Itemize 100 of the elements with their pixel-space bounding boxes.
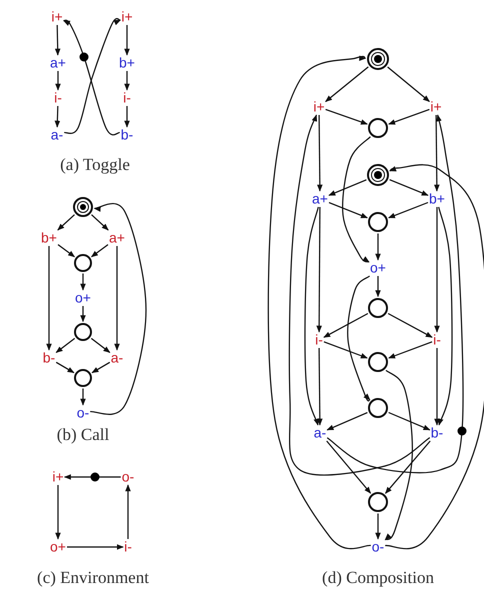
panel-caption: (a) Toggle — [60, 155, 130, 175]
arc-arrow — [347, 276, 371, 402]
transition-label: i- — [124, 540, 132, 554]
transition-label: i- — [123, 90, 131, 106]
transition-label: o- — [122, 470, 134, 484]
arc-arrow — [385, 440, 431, 494]
transition-label: b+ — [429, 192, 445, 206]
arc-arrow — [325, 66, 369, 102]
arc-arrow — [288, 114, 430, 476]
place-circle — [74, 323, 92, 341]
arc-arrow — [342, 136, 371, 263]
arc-arrow — [124, 71, 130, 91]
transition-label: i+ — [430, 100, 442, 114]
arc-arrow — [64, 474, 121, 480]
transition-label: i+ — [121, 10, 133, 24]
arc-arrow — [124, 25, 130, 56]
transition-label: b- — [42, 350, 56, 366]
transition-label: a- — [110, 350, 124, 366]
arc-arrow — [385, 164, 484, 550]
arc-arrow — [387, 66, 430, 102]
arc-arrow — [54, 106, 60, 128]
arc-arrow — [326, 114, 464, 474]
arc-arrow — [304, 206, 319, 426]
arc-arrow — [326, 440, 372, 494]
place-circle — [368, 352, 388, 372]
transition-label: b+ — [119, 56, 135, 70]
arc-arrow — [56, 338, 76, 353]
transition-label: i- — [54, 90, 62, 106]
arc-arrow — [55, 485, 61, 540]
arc-arrow — [388, 412, 430, 430]
arc-arrow — [46, 246, 52, 351]
arc-arrow — [54, 24, 60, 56]
arc-arrow — [125, 484, 131, 539]
transition-label: o+ — [370, 260, 386, 276]
arc-arrow — [375, 276, 381, 298]
arc-arrow — [434, 207, 440, 333]
panel-caption: (c) Environment — [37, 568, 149, 588]
place-circle — [74, 369, 92, 387]
arc-arrow — [92, 362, 110, 374]
transition-label: i+ — [51, 10, 63, 24]
arc-arrow — [375, 514, 381, 540]
arc-arrow — [328, 202, 368, 218]
transition-label: i- — [433, 332, 441, 348]
arc-arrow — [80, 388, 86, 406]
panel-caption: (d) Composition — [322, 568, 434, 588]
arc-arrow — [317, 348, 323, 426]
transition-label: i+ — [313, 100, 325, 114]
panel-caption: (b) Call — [56, 425, 110, 445]
arc-arrow — [90, 203, 147, 415]
arc-arrow — [90, 244, 108, 258]
arc-arrow — [67, 544, 124, 550]
arc-arrow — [375, 234, 381, 261]
arc-arrow — [328, 179, 367, 196]
place-circle — [368, 212, 388, 232]
arc-arrow — [434, 348, 440, 426]
transition-label: a- — [314, 426, 326, 440]
transition-label: i- — [315, 332, 323, 348]
arc-arrow — [56, 362, 74, 374]
transition-label: b+ — [41, 230, 57, 246]
arc-arrow — [80, 274, 86, 291]
transition-label: o+ — [50, 540, 66, 554]
arc-arrow — [80, 306, 86, 322]
transition-label: a- — [50, 128, 64, 142]
arc-arrow — [438, 206, 453, 426]
arc-arrow — [268, 54, 371, 550]
transition-label: b- — [430, 426, 444, 440]
marked-place-circle — [367, 164, 389, 186]
arc-arrow — [388, 108, 430, 125]
arc-arrow — [58, 244, 76, 258]
place-circle — [368, 298, 388, 318]
transition-label: a+ — [109, 230, 125, 246]
arc-arrow — [384, 370, 413, 540]
arc-arrow — [57, 214, 75, 230]
arc-arrow — [323, 312, 368, 338]
transition-label: b- — [120, 128, 134, 142]
place-circle — [368, 118, 388, 138]
transition-label: o- — [76, 406, 90, 420]
arc-arrow — [388, 202, 428, 218]
arc-arrow — [55, 71, 61, 91]
transition-label: i+ — [52, 470, 64, 484]
arc-arrow — [114, 246, 120, 351]
transition-label: a+ — [50, 56, 66, 70]
arc-arrow — [388, 312, 433, 338]
transition-label: o+ — [75, 290, 91, 306]
arc-arrow — [324, 341, 368, 359]
place-circle — [74, 254, 92, 272]
arc-arrow — [325, 108, 368, 125]
arc-arrow — [316, 207, 322, 333]
arc-arrow — [91, 214, 109, 230]
transition-label: o- — [372, 540, 384, 554]
arc-arrow — [326, 412, 368, 430]
place-circle — [368, 492, 388, 512]
marked-place-circle — [73, 197, 93, 217]
arc-arrow — [317, 115, 323, 192]
place-circle — [368, 398, 388, 418]
arc-arrow — [90, 338, 110, 353]
arc-arrow — [434, 115, 440, 192]
marked-place-circle — [367, 48, 389, 70]
arc-arrow — [389, 179, 429, 196]
arc-arrow — [388, 341, 432, 359]
